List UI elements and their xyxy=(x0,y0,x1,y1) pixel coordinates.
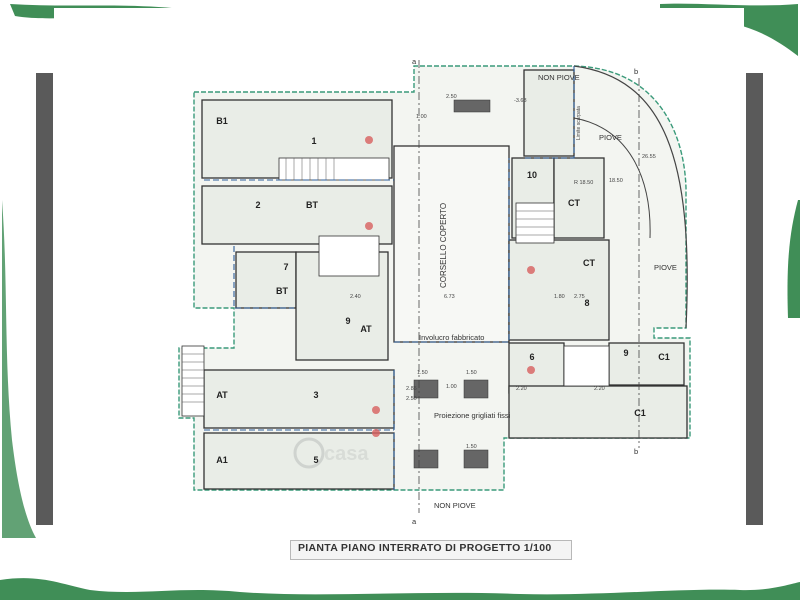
dim-673: 6.73 xyxy=(444,294,455,300)
label-section-b-top: b xyxy=(634,67,638,76)
dim-100-top: 1.00 xyxy=(416,114,427,120)
grid-top xyxy=(453,99,491,113)
dim-285: 2.85 xyxy=(406,386,417,392)
ramp-outer-curve xyxy=(573,65,688,329)
label-r6: 6 xyxy=(529,352,534,362)
stair-left-treads xyxy=(182,353,204,403)
label-piove-2: PIOVE xyxy=(654,263,677,272)
zone-line-4 xyxy=(524,66,575,159)
label-piove-1: PIOVE xyxy=(599,133,622,142)
label-bt-top: BT xyxy=(306,200,318,210)
label-corsello: CORSELLO COPERTO xyxy=(439,203,448,288)
label-r7: 7 xyxy=(283,262,288,272)
label-r5: 5 xyxy=(313,455,318,465)
label-at-left: AT xyxy=(216,390,228,400)
zone-line-3 xyxy=(394,158,510,343)
room-2 xyxy=(201,185,393,245)
dim-1850: 18.50 xyxy=(609,178,623,184)
caption-frame xyxy=(290,540,572,560)
label-r3: 3 xyxy=(313,390,318,400)
marker-1 xyxy=(365,136,373,144)
room-8 xyxy=(508,239,610,341)
dim-150-1: 1.50 xyxy=(417,370,428,376)
room-7 xyxy=(235,251,297,309)
label-non-piove-bottom: NON PIOVE xyxy=(434,501,476,510)
label-c1-top: C1 xyxy=(658,352,670,362)
room-6 xyxy=(508,342,565,394)
label-non-piove-top: NON PIOVE xyxy=(538,73,580,82)
dim-240: 2.40 xyxy=(350,294,361,300)
plan-sheet: B1 1 2 BT 7 BT 9 AT 10 CT CT 8 AT 3 A1 5… xyxy=(54,8,744,528)
plan-caption: PIANTA PIANO INTERRATO DI PROGETTO 1/100 xyxy=(298,542,552,554)
watermark-text: casa xyxy=(324,443,369,465)
stair-right-treads xyxy=(516,210,554,236)
dim-250: 2.50 xyxy=(446,94,457,100)
dim-180: 1.80 xyxy=(554,294,565,300)
label-ct-mid: CT xyxy=(583,258,595,268)
grid-2 xyxy=(463,379,489,399)
label-at-mid: AT xyxy=(360,324,372,334)
stair-low-right xyxy=(563,345,610,387)
marker-6 xyxy=(527,266,535,274)
dim-100-mid: 1.00 xyxy=(446,384,457,390)
room-corsello xyxy=(393,145,510,343)
grid-1 xyxy=(413,379,439,399)
dim-250-2: 2.50 xyxy=(406,396,417,402)
label-proiezione: Proiezione grigliati fissi xyxy=(434,411,511,420)
label-ct-top: CT xyxy=(568,198,580,208)
label-r1: 1 xyxy=(311,136,316,146)
label-bt-mid: BT xyxy=(276,286,288,296)
dim-150-2: 1.50 xyxy=(466,370,477,376)
room-c1-bottom xyxy=(508,385,688,439)
dim-150-3: 1.50 xyxy=(466,444,477,450)
floor-plan: B1 1 2 BT 7 BT 9 AT 10 CT CT 8 AT 3 A1 5… xyxy=(178,57,691,526)
label-r10: 10 xyxy=(527,170,537,180)
label-a1: A1 xyxy=(216,455,228,465)
marker-2 xyxy=(365,222,373,230)
dim-275: 2.75 xyxy=(574,294,585,300)
label-section-b-bottom: b xyxy=(634,447,638,456)
grid-4 xyxy=(463,449,489,469)
brush-right xyxy=(787,200,800,318)
label-c1-bottom: C1 xyxy=(634,408,646,418)
dim-368: -3.68 xyxy=(514,98,527,104)
zone-line-2 xyxy=(233,246,294,309)
room-ct-top xyxy=(553,157,605,239)
marker-3 xyxy=(372,406,380,414)
label-r9: 9 xyxy=(345,316,350,326)
dim-2655: 26.55 xyxy=(642,154,656,160)
marker-5 xyxy=(527,366,535,374)
frame-bar-right xyxy=(746,73,763,525)
label-section-a-bottom: a xyxy=(412,517,417,526)
label-r2: 2 xyxy=(255,200,260,210)
ramp-inner-curve xyxy=(573,117,651,239)
label-r9b: 9 xyxy=(623,348,628,358)
stair-top-treads xyxy=(285,158,335,180)
stair-right xyxy=(515,202,555,244)
label-b1: B1 xyxy=(216,116,228,126)
grid-3 xyxy=(413,449,439,469)
room-c1-top xyxy=(608,342,685,386)
label-section-a-top: a xyxy=(412,57,417,66)
label-involucro: Involucro fabbricato xyxy=(419,333,484,342)
label-limite: Limite scarpata xyxy=(576,106,582,140)
brush-left xyxy=(2,200,36,538)
marker-4 xyxy=(372,429,380,437)
room-at-left xyxy=(203,369,395,429)
brush-bottom xyxy=(0,578,800,600)
dim-r1850: R 18.50 xyxy=(574,180,593,186)
frame-bar-left xyxy=(36,73,53,525)
label-r8: 8 xyxy=(584,298,589,308)
stair-left xyxy=(181,345,205,417)
watermark-logo xyxy=(293,437,325,469)
dim-220-2: 2.20 xyxy=(594,386,605,392)
dim-220-1: 2.20 xyxy=(516,386,527,392)
room-non-piove-top xyxy=(523,69,575,157)
stair-mid xyxy=(318,235,380,277)
